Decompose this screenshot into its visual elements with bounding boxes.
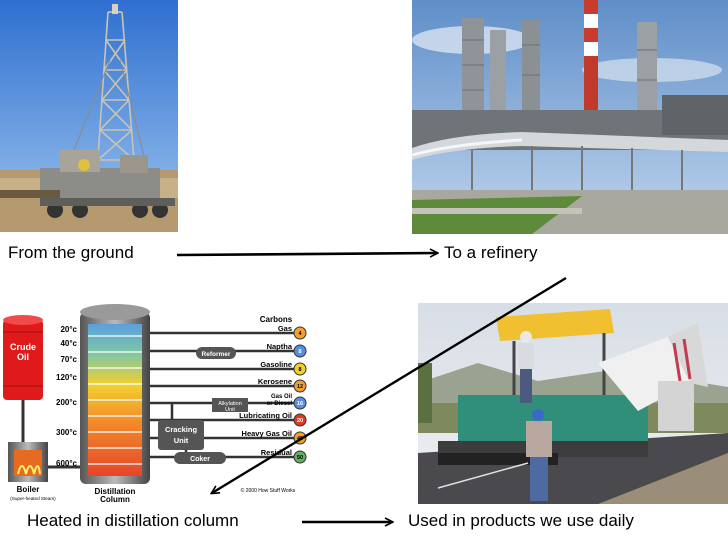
distillation-diagram: Crude Oil Boiler (Super-heated Steam) Di…	[3, 304, 307, 504]
svg-text:20°c: 20°c	[60, 325, 77, 334]
svg-text:Residual: Residual	[261, 448, 292, 457]
boiler-sublabel: (Super-heated Steam)	[10, 496, 56, 501]
svg-text:120°c: 120°c	[56, 373, 78, 382]
svg-text:Gas: Gas	[278, 324, 292, 333]
svg-text:70°c: 70°c	[60, 355, 77, 364]
svg-text:16: 16	[297, 401, 303, 407]
svg-text:20: 20	[297, 418, 303, 424]
svg-text:Unit: Unit	[225, 407, 235, 413]
reformer-unit: Reformer	[196, 347, 236, 359]
svg-text:50: 50	[297, 455, 303, 461]
svg-text:Unit: Unit	[174, 436, 189, 445]
svg-text:Heavy Gas Oil: Heavy Gas Oil	[242, 429, 292, 438]
temperature-labels: 20°c 40°c 70°c 120°c 200°c 300°c 600°c	[56, 325, 78, 468]
caption-products: Used in products we use daily	[408, 511, 634, 530]
copyright: © 2000 How Stuff Works	[241, 487, 296, 494]
column-label: Distillation	[95, 487, 136, 496]
arrow-ground-to-refinery	[176, 253, 437, 255]
fraction-labels: Gas Naptha Gasoline Kerosene Gas Oil or …	[239, 324, 293, 457]
svg-text:300°c: 300°c	[56, 428, 78, 437]
crude-oil-label: Crude	[10, 342, 36, 352]
svg-text:Gas Oil: Gas Oil	[271, 394, 292, 400]
arrow-refinery-to-distillation	[212, 276, 567, 493]
svg-text:Reformer: Reformer	[202, 351, 231, 358]
svg-text:Gasoline: Gasoline	[260, 360, 292, 369]
distillation-column: Distillation Column	[80, 304, 150, 504]
svg-text:4: 4	[298, 331, 302, 337]
road-paver-photo	[418, 303, 728, 504]
svg-text:Oil: Oil	[17, 352, 29, 362]
crude-oil-tank: Crude Oil	[3, 315, 43, 400]
svg-text:200°c: 200°c	[56, 398, 78, 407]
drilling-rig-photo	[0, 0, 178, 232]
refinery-photo	[412, 0, 728, 234]
caption-to-refinery: To a refinery	[444, 243, 538, 262]
svg-text:Coker: Coker	[190, 456, 210, 463]
svg-text:Cracking: Cracking	[165, 425, 198, 434]
svg-text:600°c: 600°c	[56, 459, 78, 468]
alkylation-unit: Alkylation Unit	[212, 398, 248, 413]
svg-text:8: 8	[298, 367, 301, 373]
svg-text:Kerosene: Kerosene	[258, 377, 292, 386]
svg-text:or Diesel: or Diesel	[267, 401, 293, 407]
boiler: Boiler (Super-heated Steam)	[8, 442, 56, 501]
carbons-header: Carbons	[260, 315, 293, 324]
coker-unit: Coker	[174, 452, 226, 464]
svg-text:Column: Column	[100, 495, 130, 504]
svg-text:12: 12	[297, 384, 303, 390]
cracking-unit: Cracking Unit	[158, 420, 204, 450]
boiler-label: Boiler	[17, 485, 40, 494]
svg-text:8: 8	[298, 349, 301, 355]
svg-text:40°c: 40°c	[60, 339, 77, 348]
svg-text:Lubricating Oil: Lubricating Oil	[239, 411, 292, 420]
caption-distillation: Heated in distillation column	[27, 511, 239, 530]
svg-text:Naptha: Naptha	[267, 342, 293, 351]
caption-from-ground: From the ground	[8, 243, 134, 262]
svg-text:Alkylation: Alkylation	[218, 401, 242, 407]
